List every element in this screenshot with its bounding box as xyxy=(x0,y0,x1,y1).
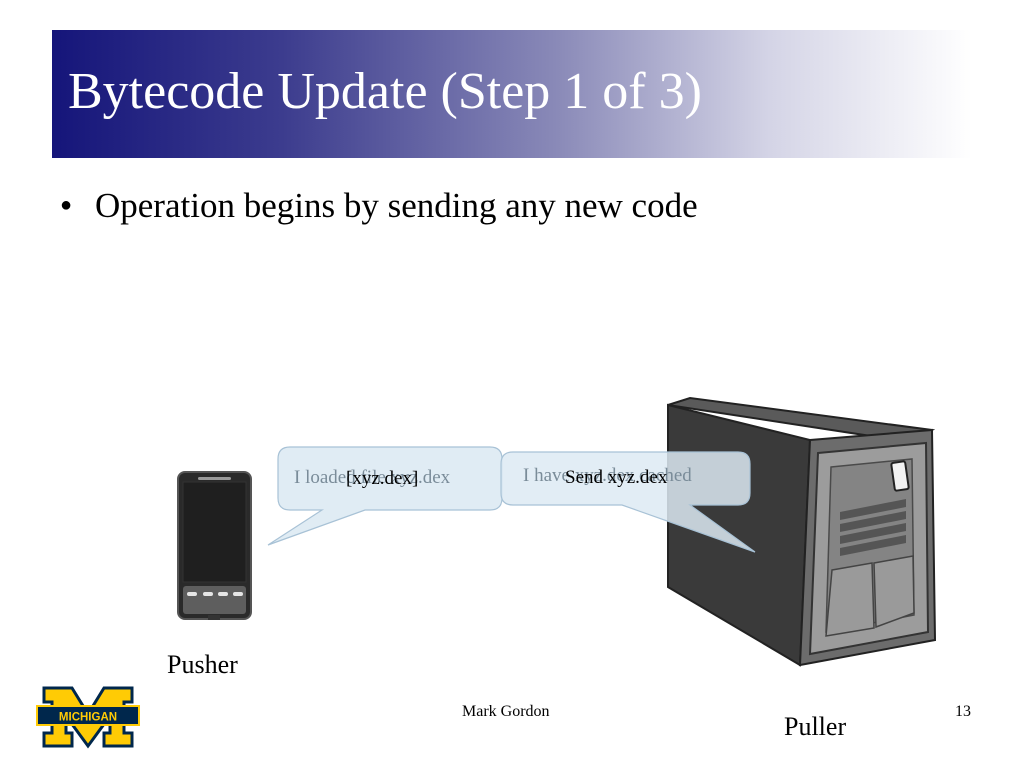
right-bubble-overlay-text: Send xyz.dex xyxy=(565,467,668,488)
pusher-label: Pusher xyxy=(167,650,238,679)
right-bubble-faded-text: I have xyz.dex cached xyxy=(523,465,692,486)
puller-label: Puller xyxy=(784,712,847,741)
title-banner xyxy=(52,30,972,158)
right-speech-bubble xyxy=(500,451,756,553)
michigan-logo: MICHIGAN xyxy=(36,686,140,749)
left-bubble-faded-text: I loaded file xyz.dex xyxy=(294,467,451,488)
bullet-dot-icon: ● xyxy=(60,194,73,216)
footer-author: Mark Gordon xyxy=(462,703,550,720)
phone-icon xyxy=(177,471,252,620)
page-number: 13 xyxy=(955,703,971,720)
left-speech-bubble xyxy=(267,446,503,546)
logo-wordmark: MICHIGAN xyxy=(59,712,117,724)
bullet-text: Operation begins by sending any new code xyxy=(95,186,698,225)
left-bubble-overlay-text: [xyz.dex] xyxy=(346,468,419,489)
slide-title: Bytecode Update (Step 1 of 3) xyxy=(68,63,702,120)
